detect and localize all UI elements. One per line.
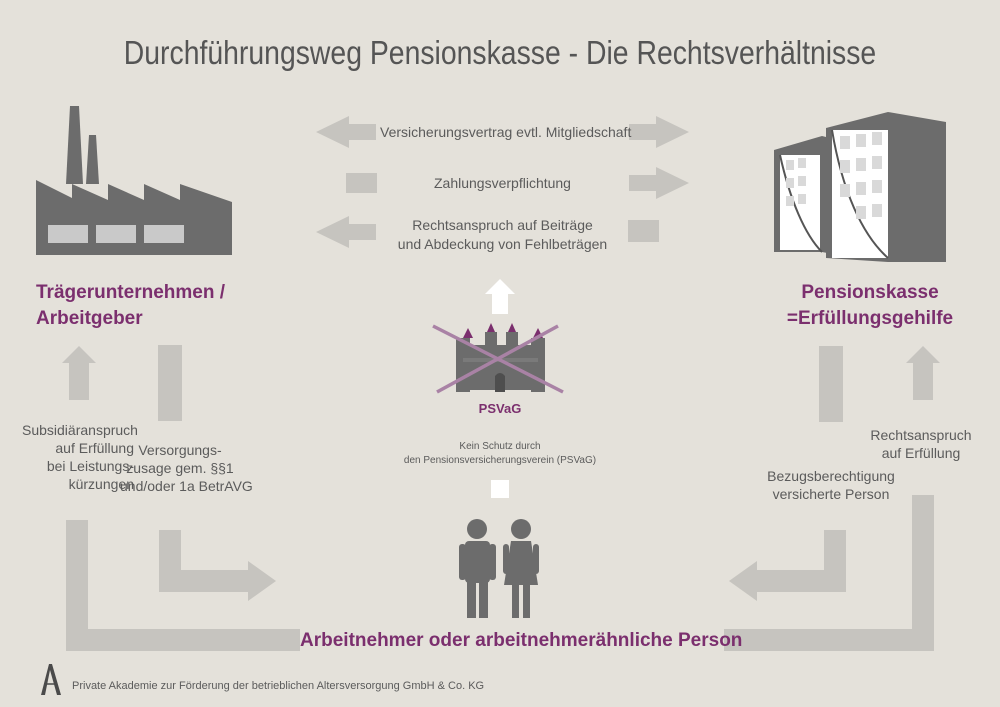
- psvag-note-line1: Kein Schutz durch: [459, 441, 541, 452]
- path-employee-to-pension-fund: [724, 495, 934, 651]
- office-building-icon: [774, 112, 946, 262]
- pension-fund-label-line2: =Erfüllungsgehilfe: [786, 308, 954, 329]
- factory-icon: [36, 106, 232, 255]
- block-white-lower: [491, 480, 509, 498]
- arrow-payment-right: [629, 167, 689, 199]
- right-claim-line: Rechtsanspruch: [870, 427, 972, 443]
- right-beneficiary-line: versicherte Person: [772, 486, 890, 502]
- block-beneficiary: [819, 346, 843, 422]
- footer-text: Private Akademie zur Förderung der betri…: [72, 680, 485, 692]
- arrow-claim-left: [316, 216, 376, 248]
- left-commitment-line: zusage gem. §§1: [126, 460, 234, 476]
- arrow-up-white: [485, 279, 515, 314]
- right-beneficiary-text: Bezugsberechtigung versicherte Person: [764, 467, 898, 503]
- block-claim-right: [628, 220, 659, 242]
- employee-label: Arbeitnehmer oder arbeitnehmerähnliche P…: [300, 630, 743, 651]
- block-payment-left: [346, 173, 377, 193]
- psvag-note: Kein Schutz durch den Pensionsversicheru…: [370, 440, 630, 468]
- label-contract: Versicherungsvertrag evtl. Mitgliedschaf…: [380, 124, 632, 140]
- left-claim-line: kürzungen: [68, 476, 134, 492]
- right-claim-text: Rechtsanspruch auf Erfüllung: [860, 426, 982, 462]
- right-claim-line: auf Erfüllung: [881, 445, 961, 461]
- academy-logo-icon: [41, 664, 61, 695]
- left-claim-line: Subsidiäranspruch: [22, 422, 138, 438]
- arrow-up-pension-fund: [906, 346, 940, 400]
- cross-out-mark: [432, 324, 564, 394]
- label-claim-line2: und Abdeckung von Fehlbeträgen: [397, 236, 608, 252]
- left-commitment-text: Versorgungs- zusage gem. §§1 und/oder 1a…: [120, 441, 253, 495]
- employer-label-line1: Trägerunternehmen /: [36, 282, 225, 303]
- employer-label: Trägerunternehmen / Arbeitgeber: [36, 280, 225, 332]
- right-beneficiary-line: Bezugsberechtigung: [767, 468, 895, 484]
- left-claim-text: Subsidiäranspruch auf Erfüllung bei Leis…: [22, 421, 138, 493]
- left-commitment-line: Versorgungs-: [138, 442, 222, 458]
- people-icon: [459, 519, 539, 618]
- right-side-arrows: [724, 346, 940, 651]
- label-claim-line1: Rechtsanspruch auf Beiträge: [412, 217, 593, 233]
- left-claim-line: auf Erfüllung: [55, 440, 134, 456]
- pension-fund-label: Pensionskasse =Erfüllungsgehilfe: [770, 280, 970, 332]
- left-commitment-line: und/oder 1a BetrAVG: [120, 478, 253, 494]
- label-claim: Rechtsanspruch auf Beiträge und Abdeckun…: [380, 216, 625, 254]
- pension-fund-label-line1: Pensionskasse: [801, 282, 939, 303]
- employer-label-line2: Arbeitgeber: [36, 308, 143, 329]
- arrow-up-employer: [62, 346, 96, 400]
- arrow-contract-right: [629, 116, 689, 148]
- label-payment: Zahlungsverpflichtung: [434, 175, 571, 191]
- arrow-commitment-to-employee: [159, 530, 276, 601]
- relation-arrows: [316, 116, 689, 248]
- arrow-contract-left: [316, 116, 376, 148]
- psvag-label: PSVaG: [478, 401, 522, 416]
- path-employee-to-employer: [66, 520, 300, 651]
- left-claim-line: bei Leistungs-: [46, 458, 134, 474]
- block-commitment: [158, 345, 182, 421]
- psvag-note-line2: den Pensionsversicherungsverein (PSVaG): [403, 455, 597, 466]
- left-side-arrows: [62, 345, 300, 651]
- arrow-beneficiary-to-employee: [729, 530, 846, 601]
- page-title: Durchführungsweg Pensionskasse - Die Rec…: [123, 34, 877, 71]
